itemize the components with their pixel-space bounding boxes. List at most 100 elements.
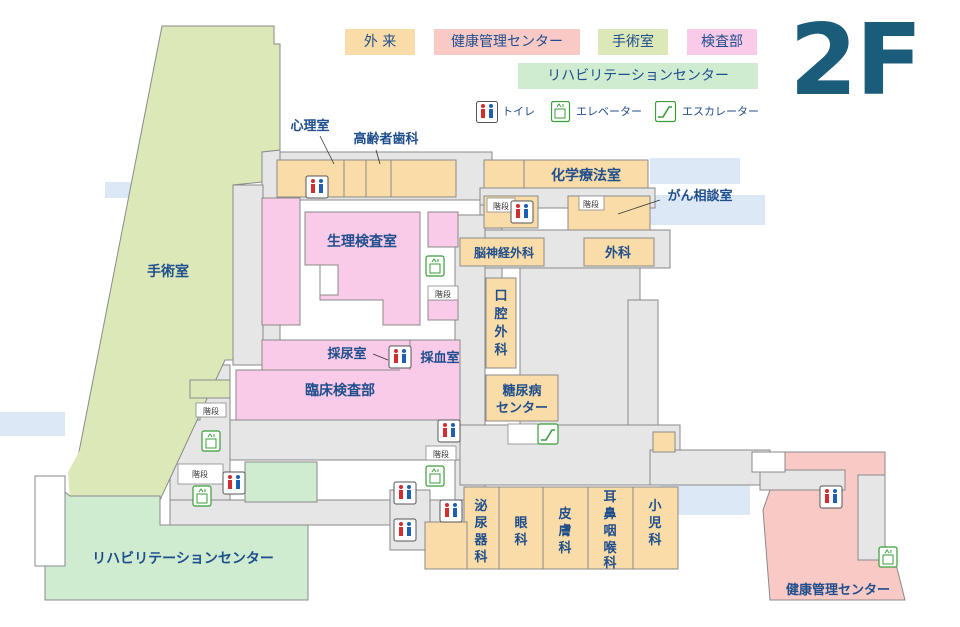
svg-text:小: 小: [648, 499, 661, 514]
exam-room[interactable]: [261, 197, 301, 326]
legend-health-label: 健康管理センター: [451, 34, 563, 50]
elevator-icons: [192, 255, 898, 568]
toilet-icon[interactable]: [393, 481, 417, 505]
diabetes-center-label: 糖尿病 センター: [496, 383, 548, 416]
dermatology-room[interactable]: [542, 486, 589, 570]
stairs[interactable]: [425, 445, 457, 461]
outpatient-room[interactable]: [365, 159, 392, 198]
stairs-label: 階段: [203, 406, 219, 416]
ophthalmology-room[interactable]: [498, 486, 544, 570]
svg-text:糖尿病: 糖尿病: [502, 383, 541, 399]
legend-rehab-label: リハビリテーションセンター: [547, 68, 729, 84]
exam-room[interactable]: [427, 211, 459, 248]
stairs-label: 階段: [493, 201, 509, 211]
svg-text:科: 科: [603, 555, 616, 571]
surgery-label: 手術室: [147, 263, 189, 280]
svg-text:科: 科: [558, 540, 571, 556]
neurosurgery-room[interactable]: [459, 237, 545, 267]
legend-exam: 検査部: [687, 29, 757, 55]
svg-text:口: 口: [494, 289, 507, 304]
pediatrics-room[interactable]: [632, 486, 679, 570]
stairs[interactable]: [427, 285, 459, 301]
chemo-room[interactable]: [523, 159, 649, 189]
stairs[interactable]: [578, 195, 605, 211]
rehab-annex: [244, 461, 318, 503]
stairs-label: 階段: [192, 469, 208, 479]
neurosurgery-label: 脳神経外科: [474, 245, 534, 260]
exterior-area: [650, 195, 765, 225]
ent-label: 耳 鼻 咽 喉 科: [603, 490, 617, 571]
exam-courtyard: [319, 264, 339, 296]
svg-text:鼻: 鼻: [603, 506, 616, 522]
diabetes-center-room[interactable]: [485, 374, 559, 422]
psych-label: 心理室: [290, 118, 329, 134]
ent-room[interactable]: [587, 486, 634, 570]
svg-text:喉: 喉: [603, 540, 617, 556]
outpatient-room[interactable]: [652, 431, 676, 453]
blood-label: 採血室: [420, 350, 459, 366]
escalator-icon[interactable]: [537, 423, 559, 445]
stairs-label: 階段: [583, 199, 599, 209]
svg-text:外: 外: [493, 324, 507, 340]
toilet-icon[interactable]: [388, 345, 412, 369]
elevator-icon[interactable]: [425, 255, 445, 277]
elevator-icon[interactable]: [425, 465, 445, 487]
svg-text:耳: 耳: [603, 490, 616, 505]
legend-toilet-label: トイレ: [502, 105, 535, 118]
physiology-room[interactable]: [304, 211, 421, 326]
exterior-area: [650, 158, 740, 184]
leader-line: [375, 149, 381, 165]
stairs[interactable]: [195, 402, 227, 418]
exam-room[interactable]: [427, 299, 459, 321]
toilet-icon[interactable]: [819, 485, 843, 509]
legend-rehab: リハビリテーションセンター: [518, 63, 758, 89]
legend-exam-label: 検査部: [701, 34, 743, 50]
svg-text:科: 科: [494, 342, 507, 358]
toilet-icons: [222, 175, 843, 542]
outpatient-room[interactable]: [424, 521, 468, 570]
toilet-icon[interactable]: [439, 499, 463, 523]
svg-text:膚: 膚: [558, 523, 571, 539]
toilet-icon[interactable]: [510, 200, 534, 224]
legend-outpatient: 外 来: [345, 29, 415, 55]
toilet-icon[interactable]: [305, 175, 329, 199]
stairs[interactable]: [507, 423, 539, 445]
floor-label: 2F: [789, 4, 922, 118]
outpatient-room[interactable]: [483, 159, 525, 189]
svg-text:児: 児: [647, 516, 661, 531]
ophthalmology-label: 眼 科: [514, 516, 528, 548]
toilet-icon[interactable]: [437, 419, 461, 443]
escalator-icon: [655, 101, 677, 123]
legend-elevator-label: エレベーター: [576, 105, 642, 118]
leader-line: [372, 353, 389, 361]
svg-text:泌: 泌: [474, 498, 487, 514]
urology-room[interactable]: [463, 486, 500, 570]
svg-text:眼: 眼: [514, 516, 528, 531]
svg-text:器: 器: [473, 533, 488, 548]
health-center[interactable]: [762, 451, 906, 601]
health-center-entry: [751, 451, 786, 473]
oral-surgery-room[interactable]: [485, 277, 517, 369]
chemo-label: 化学療法室: [551, 167, 621, 184]
surgery-annex: [189, 379, 231, 399]
elevator-icon[interactable]: [878, 546, 898, 568]
cancer-consult-label: がん相談室: [667, 188, 732, 204]
svg-text:咽: 咽: [603, 524, 616, 539]
dermatology-label: 皮 膚 科: [557, 506, 571, 556]
elevator-icon[interactable]: [192, 485, 212, 507]
toilet-icon[interactable]: [222, 471, 246, 495]
svg-text:センター: センター: [496, 401, 548, 416]
surgery-dept-room[interactable]: [583, 237, 655, 267]
outpatient-room[interactable]: [343, 159, 367, 198]
rehab-label: リハビリテーションセンター: [92, 551, 274, 567]
elevator-icon[interactable]: [201, 430, 221, 452]
legend-surgery-label: 手術室: [612, 34, 654, 50]
toilet-icon: [476, 101, 498, 123]
geriatric-dental-room[interactable]: [390, 159, 457, 198]
urine-label: 採尿室: [327, 346, 366, 362]
leader-line: [319, 135, 335, 165]
legend-escalator-label: エスカレーター: [682, 105, 759, 118]
svg-text:皮: 皮: [557, 506, 571, 522]
toilet-icon[interactable]: [393, 518, 417, 542]
legend-health: 健康管理センター: [434, 29, 580, 55]
